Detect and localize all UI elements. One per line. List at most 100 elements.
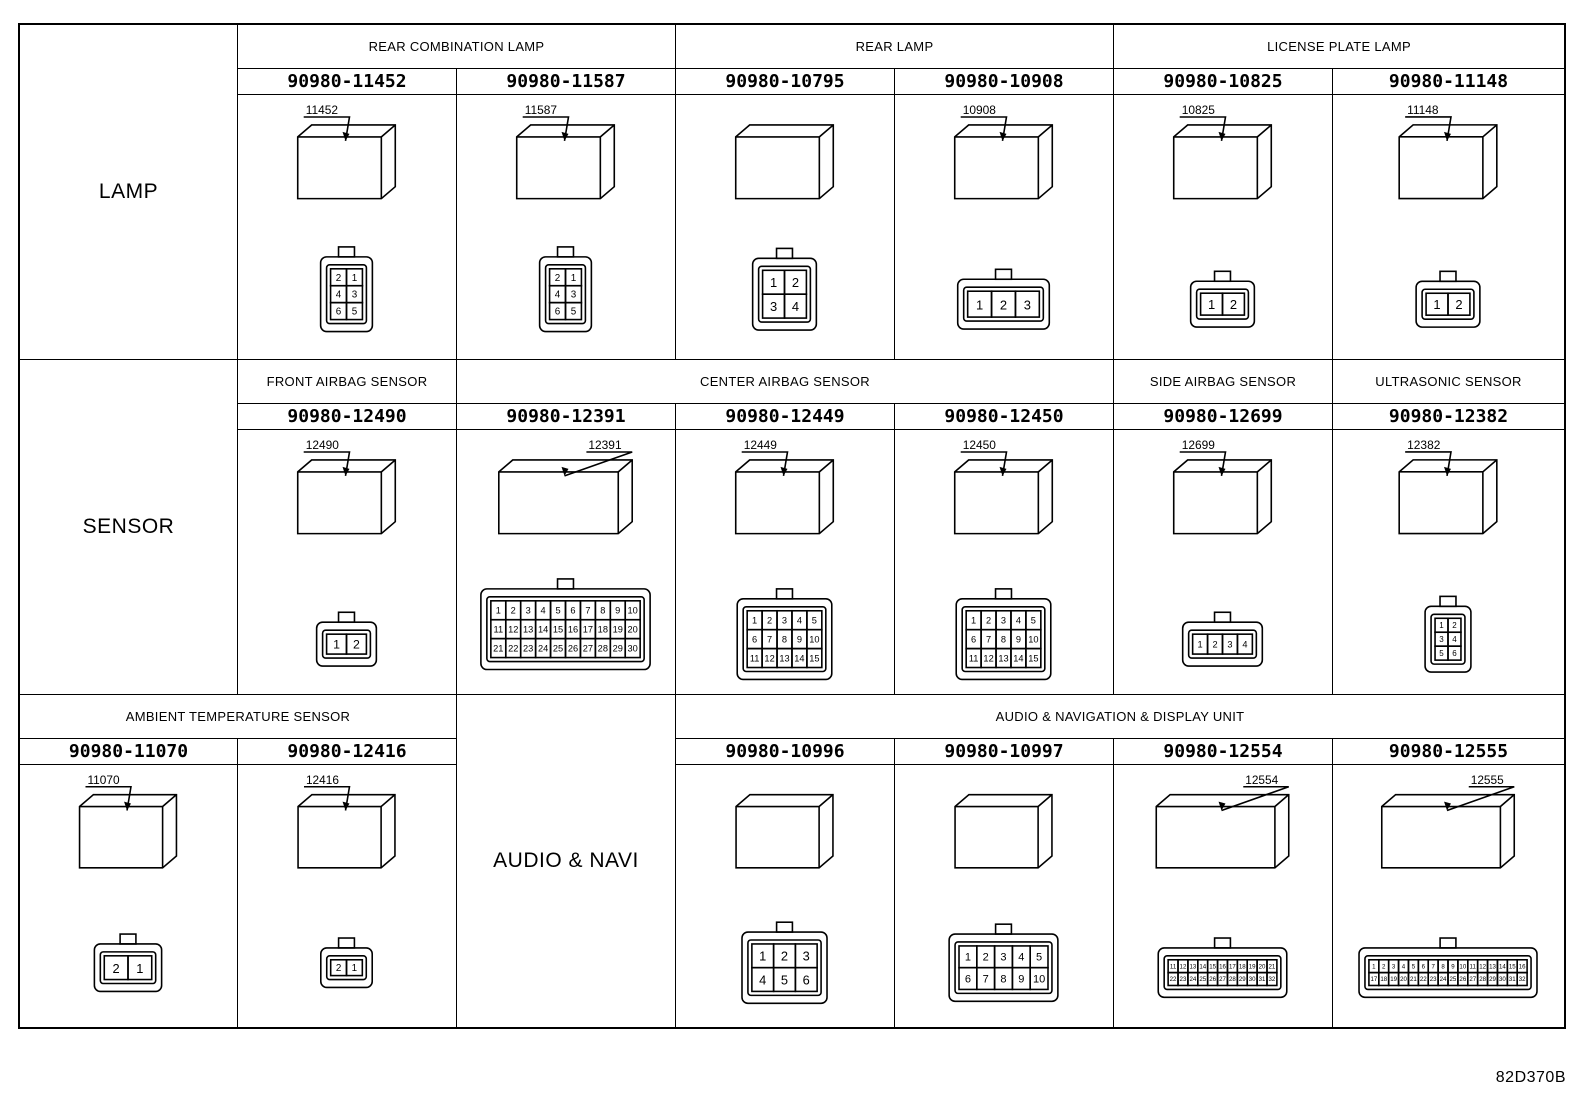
pin-number: 3 <box>770 299 777 314</box>
pin-number: 3 <box>1000 952 1006 964</box>
pin-number: 7 <box>1431 963 1435 970</box>
part-number: 90980-12391 <box>457 404 676 430</box>
pin-number: 6 <box>965 973 971 985</box>
pin-number: 15 <box>553 624 563 634</box>
pin-number: 1 <box>352 963 357 974</box>
pin-number: 21 <box>493 643 503 653</box>
pin-number: 11 <box>1470 963 1477 970</box>
pin-number: 6 <box>752 634 757 644</box>
pin-number: 3 <box>1024 297 1031 312</box>
pin-number: 30 <box>628 643 638 653</box>
pin-number: 2 <box>113 961 120 976</box>
pin-number: 5 <box>781 972 788 987</box>
pin-number: 2 <box>986 616 991 626</box>
pin-number: 3 <box>571 290 577 301</box>
pin-number: 11 <box>750 653 760 663</box>
pin-number: 1 <box>1439 621 1444 630</box>
pin-number: 8 <box>1001 634 1006 644</box>
pin-number: 24 <box>1189 976 1196 983</box>
pin-number: 26 <box>568 643 578 653</box>
pin-number: 31 <box>1259 976 1266 983</box>
part-number: 90980-12450 <box>895 404 1114 430</box>
pin-number: 15 <box>1028 653 1038 663</box>
connector-body-illustration <box>1172 124 1273 200</box>
part-number: 90980-12382 <box>1333 404 1564 430</box>
pin-number: 5 <box>1031 616 1036 626</box>
connector-body-illustration <box>734 124 835 200</box>
callout-label: 12416 <box>306 773 339 787</box>
header-center-airbag-sensor: CENTER AIRBAG SENSOR <box>457 360 1114 404</box>
pin-number: 7 <box>986 634 991 644</box>
pin-number: 27 <box>583 643 593 653</box>
pin-number: 5 <box>352 307 358 318</box>
pin-number: 14 <box>538 624 548 634</box>
category-lamp: LAMP <box>20 25 238 360</box>
pin-number: 28 <box>598 643 608 653</box>
pin-number: 3 <box>1227 639 1232 649</box>
pin-number: 26 <box>1209 976 1216 983</box>
pin-number: 2 <box>781 949 788 964</box>
pin-number: 14 <box>1199 963 1206 970</box>
pin-number: 2 <box>353 638 360 652</box>
pin-number: 10 <box>809 634 819 644</box>
part-number: 90980-11587 <box>457 69 676 95</box>
pin-number: 11 <box>494 624 504 634</box>
pin-number: 20 <box>1400 976 1407 983</box>
part-callout: 12699 <box>1179 438 1227 477</box>
part-callout: 11587 <box>522 103 570 142</box>
pin-number: 29 <box>1489 976 1496 983</box>
part-callout: 10825 <box>1179 103 1227 142</box>
pin-number: 17 <box>1370 976 1377 983</box>
pin-number: 24 <box>538 643 548 653</box>
part-number: 90980-10996 <box>676 739 895 765</box>
pin-number: 22 <box>1170 976 1177 983</box>
pin-number: 5 <box>571 307 577 318</box>
part-callout: 12391 <box>561 438 633 477</box>
pin-number: 2 <box>767 616 772 626</box>
header-license-plate-lamp: LICENSE PLATE LAMP <box>1114 25 1564 69</box>
pin-number: 7 <box>983 973 989 985</box>
pin-number: 30 <box>1499 976 1506 983</box>
pin-number: 6 <box>1422 963 1426 970</box>
pin-number: 3 <box>1001 616 1006 626</box>
callout-label: 10908 <box>963 103 997 117</box>
part-callout: 12450 <box>960 438 1008 477</box>
pin-number: 4 <box>797 616 802 626</box>
header-front-airbag-sensor: FRONT AIRBAG SENSOR <box>238 360 457 404</box>
header-side-airbag-sensor: SIDE AIRBAG SENSOR <box>1114 360 1333 404</box>
pin-number: 29 <box>613 643 623 653</box>
callout-label: 12382 <box>1407 438 1441 452</box>
pin-number: 5 <box>555 606 560 616</box>
category-audio-navi: AUDIO & NAVI <box>457 695 676 1027</box>
part-number: 90980-12554 <box>1114 739 1333 765</box>
part-number: 90980-12490 <box>238 404 457 430</box>
pin-number: 1 <box>971 616 976 626</box>
connector-table: LAMP REAR COMBINATION LAMP REAR LAMP LIC… <box>18 23 1566 1029</box>
pin-number: 9 <box>1016 634 1021 644</box>
part-number: 90980-10908 <box>895 69 1114 95</box>
pin-number: 29 <box>1239 976 1246 983</box>
pin-number: 3 <box>782 616 787 626</box>
pin-number: 6 <box>971 634 976 644</box>
pin-number: 5 <box>1036 952 1042 964</box>
pin-number: 14 <box>1499 963 1506 970</box>
pin-number: 7 <box>585 606 590 616</box>
pin-number: 5 <box>812 616 817 626</box>
category-label: AUDIO & NAVI <box>493 849 639 872</box>
pin-number: 1 <box>496 606 501 616</box>
callout-label: 10825 <box>1182 103 1216 117</box>
